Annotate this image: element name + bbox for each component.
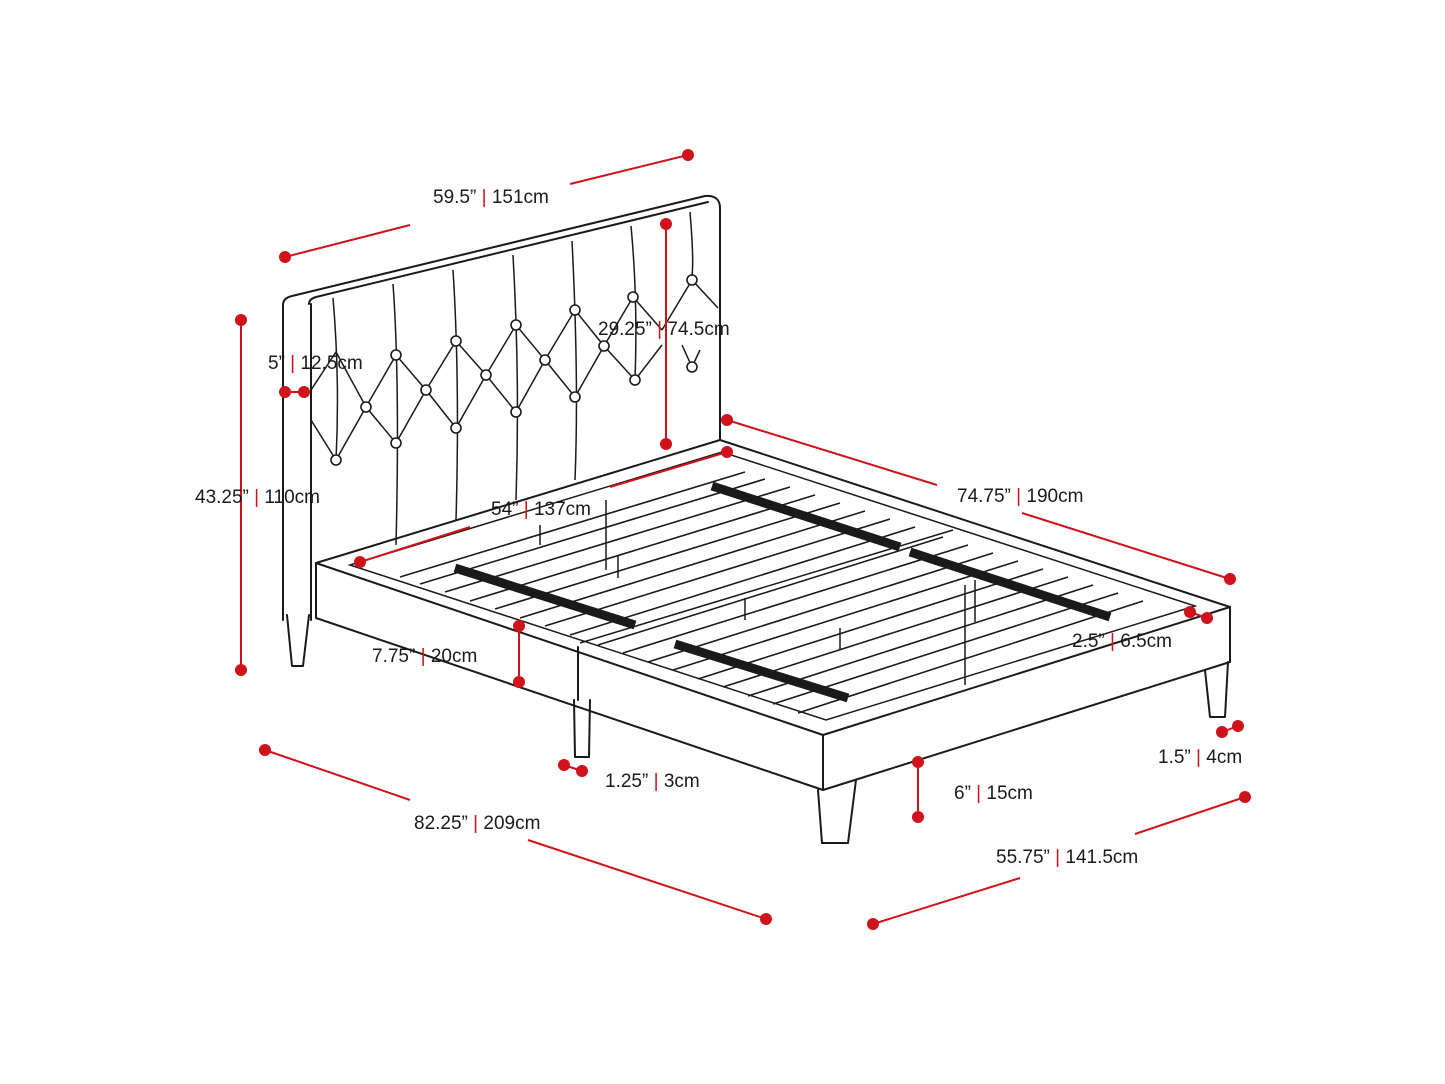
dimension-leg-width-front: 1.25” | 3cm [558,759,700,792]
dimension-headboard-height: 29.25” | 74.5cm [598,218,730,450]
slats [399,471,1144,714]
svg-text:5” | 12.5cm: 5” | 12.5cm [268,353,363,374]
dimension-headboard-width: 59.5” | 151cm [279,149,694,263]
svg-text:2.5” | 6.5cm: 2.5” | 6.5cm [1072,631,1172,652]
svg-text:1.5” | 4cm: 1.5” | 4cm [1158,747,1242,768]
dimension-leg-height: 6” | 15cm [912,756,1033,823]
svg-text:54” | 137cm: 54” | 137cm [491,499,591,520]
dimension-frame-height: 7.75” | 20cm [372,620,525,688]
svg-text:43.25” | 110cm: 43.25” | 110cm [195,487,320,508]
dimension-leg-width-side: 1.5” | 4cm [1158,720,1244,768]
svg-text:82.25” | 209cm: 82.25” | 209cm [414,813,540,834]
svg-text:29.25” | 74.5cm: 29.25” | 74.5cm [598,319,730,340]
dimension-total-width: 55.75” | 141.5cm [867,791,1251,930]
svg-text:7.75” | 20cm: 7.75” | 20cm [372,646,477,667]
svg-text:1.25” | 3cm: 1.25” | 3cm [605,771,700,792]
bed-legs [573,661,1229,844]
svg-text:59.5” | 151cm: 59.5” | 151cm [433,187,549,208]
svg-text:6” | 15cm: 6” | 15cm [954,783,1033,804]
dimension-total-length: 82.25” | 209cm [259,744,772,925]
dimension-post-width: 5” | 12.5cm [268,353,363,398]
tuft-buttons [330,274,698,466]
dimension-total-height: 43.25” | 110cm [195,314,320,676]
dimension-marks: 59.5” | 151cm 29.25” | 74.5cm 5” | 12.5c… [195,149,1251,930]
dimension-mattress-width: 54” | 137cm [354,446,733,568]
bed-illustration [282,194,1231,844]
dimension-mattress-length: 74.75” | 190cm [721,414,1236,585]
svg-text:55.75” | 141.5cm: 55.75” | 141.5cm [996,847,1138,868]
dimension-rail-inset: 2.5” | 6.5cm [1072,606,1213,652]
svg-text:74.75” | 190cm: 74.75” | 190cm [957,486,1083,507]
headboard [282,194,721,667]
bed-frame [315,439,1231,791]
